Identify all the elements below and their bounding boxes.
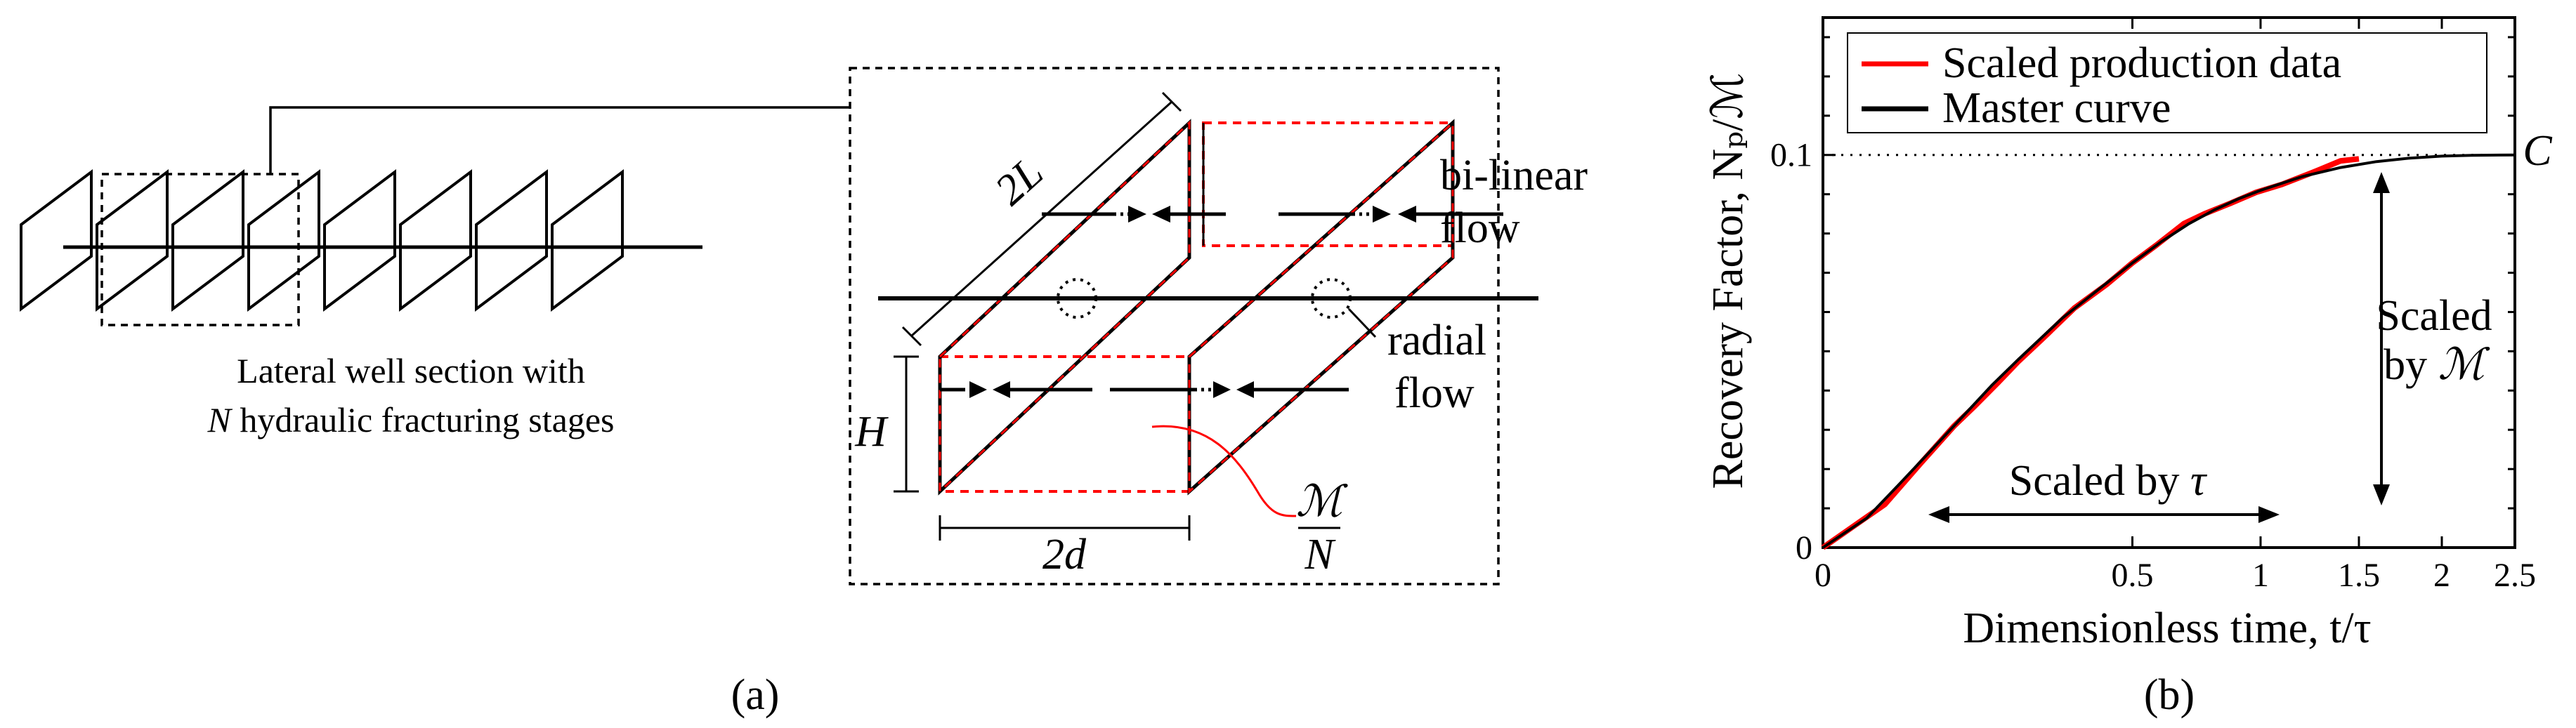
series-line-master-curve xyxy=(1822,153,2516,549)
panel-b: 0 0.5 1 1.5 2 2.5 0 0.1 C Scaled production dat… xyxy=(1704,16,2552,719)
fracture-plane xyxy=(171,169,244,312)
label-radial-line1: radial xyxy=(1387,317,1486,364)
tau-scale-arrow xyxy=(1928,506,2280,523)
panel-a-caption: (a) xyxy=(731,671,780,719)
dim-2L xyxy=(901,91,1182,347)
label-scaled-by-tau: Scaled by τ xyxy=(2009,457,2208,505)
legend-label-scaled-production: Scaled production data xyxy=(1942,39,2341,87)
label-bilinear-line1: bi-linear xyxy=(1440,152,1588,199)
x-tick-label: 1 xyxy=(2252,557,2269,594)
right-fracture-plane-red xyxy=(1188,120,1454,494)
m-scale-arrow xyxy=(2373,172,2390,505)
right-fracture-plane xyxy=(1187,119,1455,496)
fracture-group xyxy=(20,169,624,312)
dim-H xyxy=(894,355,919,493)
label-N: N xyxy=(1304,531,1336,578)
label-2d: 2d xyxy=(1042,531,1087,578)
scaled-m-text: by xyxy=(2384,341,2438,389)
fracture-plane xyxy=(247,169,320,312)
dim-2d xyxy=(939,515,1191,541)
fracture-block xyxy=(938,119,1455,496)
radial-leader xyxy=(1347,307,1377,338)
x-tick-label: 0.5 xyxy=(2112,557,2154,594)
x-tick-label: 2.5 xyxy=(2494,557,2536,594)
label-bilinear-line2: flow xyxy=(1440,204,1520,252)
scaled-tau-symbol: τ xyxy=(2190,457,2208,505)
label-radial-line2: flow xyxy=(1394,369,1475,417)
well-caption-rest: hydraulic fracturing stages xyxy=(231,400,615,439)
label-scaled-m-line1: Scaled xyxy=(2376,292,2492,340)
ticks-group: 0 0.5 1 1.5 2 2.5 0 0.1 xyxy=(1770,18,2536,594)
bilinear-arrowheads-lower xyxy=(969,381,1254,398)
radial-flow-circle-right xyxy=(1311,278,1352,319)
radial-flow-circle-left xyxy=(1057,278,1097,319)
x-tick-label: 2 xyxy=(2433,557,2450,594)
left-fracture-plane-red xyxy=(939,120,1191,494)
legend: Scaled production data Master curve xyxy=(1847,32,2487,133)
y-axis-label: Recovery Factor, Nₚ/ℳ xyxy=(1704,72,1752,489)
series-group xyxy=(1821,153,2516,550)
label-2L: 2L xyxy=(986,148,1052,214)
fracture-plane xyxy=(475,169,548,312)
x-tick-label: 0 xyxy=(1815,557,1831,594)
fracture-plane xyxy=(399,169,472,312)
left-fracture-plane xyxy=(938,119,1191,496)
legend-label-master-curve: Master curve xyxy=(1942,84,2171,132)
label-H: H xyxy=(854,408,889,456)
well-caption-var-N: N xyxy=(207,400,233,439)
y-tick-label: 0 xyxy=(1796,529,1812,567)
connector-line xyxy=(269,106,850,174)
label-C: C xyxy=(2523,127,2552,175)
label-M: ℳ xyxy=(1296,478,1348,526)
bilinear-arrowheads-upper xyxy=(1128,206,1416,223)
fracture-plane xyxy=(551,169,624,312)
panel-b-caption: (b) xyxy=(2144,671,2195,719)
panel-a: Lateral well section with N hydraulic fr… xyxy=(20,67,1588,719)
back-top-red-box xyxy=(1202,121,1454,247)
well-caption-line1: Lateral well section with xyxy=(237,351,585,390)
scaled-m-symbol: ℳ xyxy=(2438,341,2490,389)
legend-box xyxy=(1847,32,2487,133)
scaled-tau-text: Scaled by xyxy=(2009,457,2190,505)
fracture-plane xyxy=(323,169,396,312)
fracture-plane xyxy=(20,169,93,312)
label-scaled-m-line2: by ℳ xyxy=(2384,341,2490,389)
selection-box xyxy=(100,173,300,326)
x-tick-label: 1.5 xyxy=(2338,557,2380,594)
mn-leader-line xyxy=(1151,425,1297,517)
fracture-plane xyxy=(96,169,169,312)
plot-frame xyxy=(1822,16,2516,549)
x-axis-label: Dimensionless time, t/τ xyxy=(1963,604,2371,652)
well-caption-line2: N hydraulic fracturing stages xyxy=(207,400,615,439)
y-tick-label: 0.1 xyxy=(1770,137,1812,174)
